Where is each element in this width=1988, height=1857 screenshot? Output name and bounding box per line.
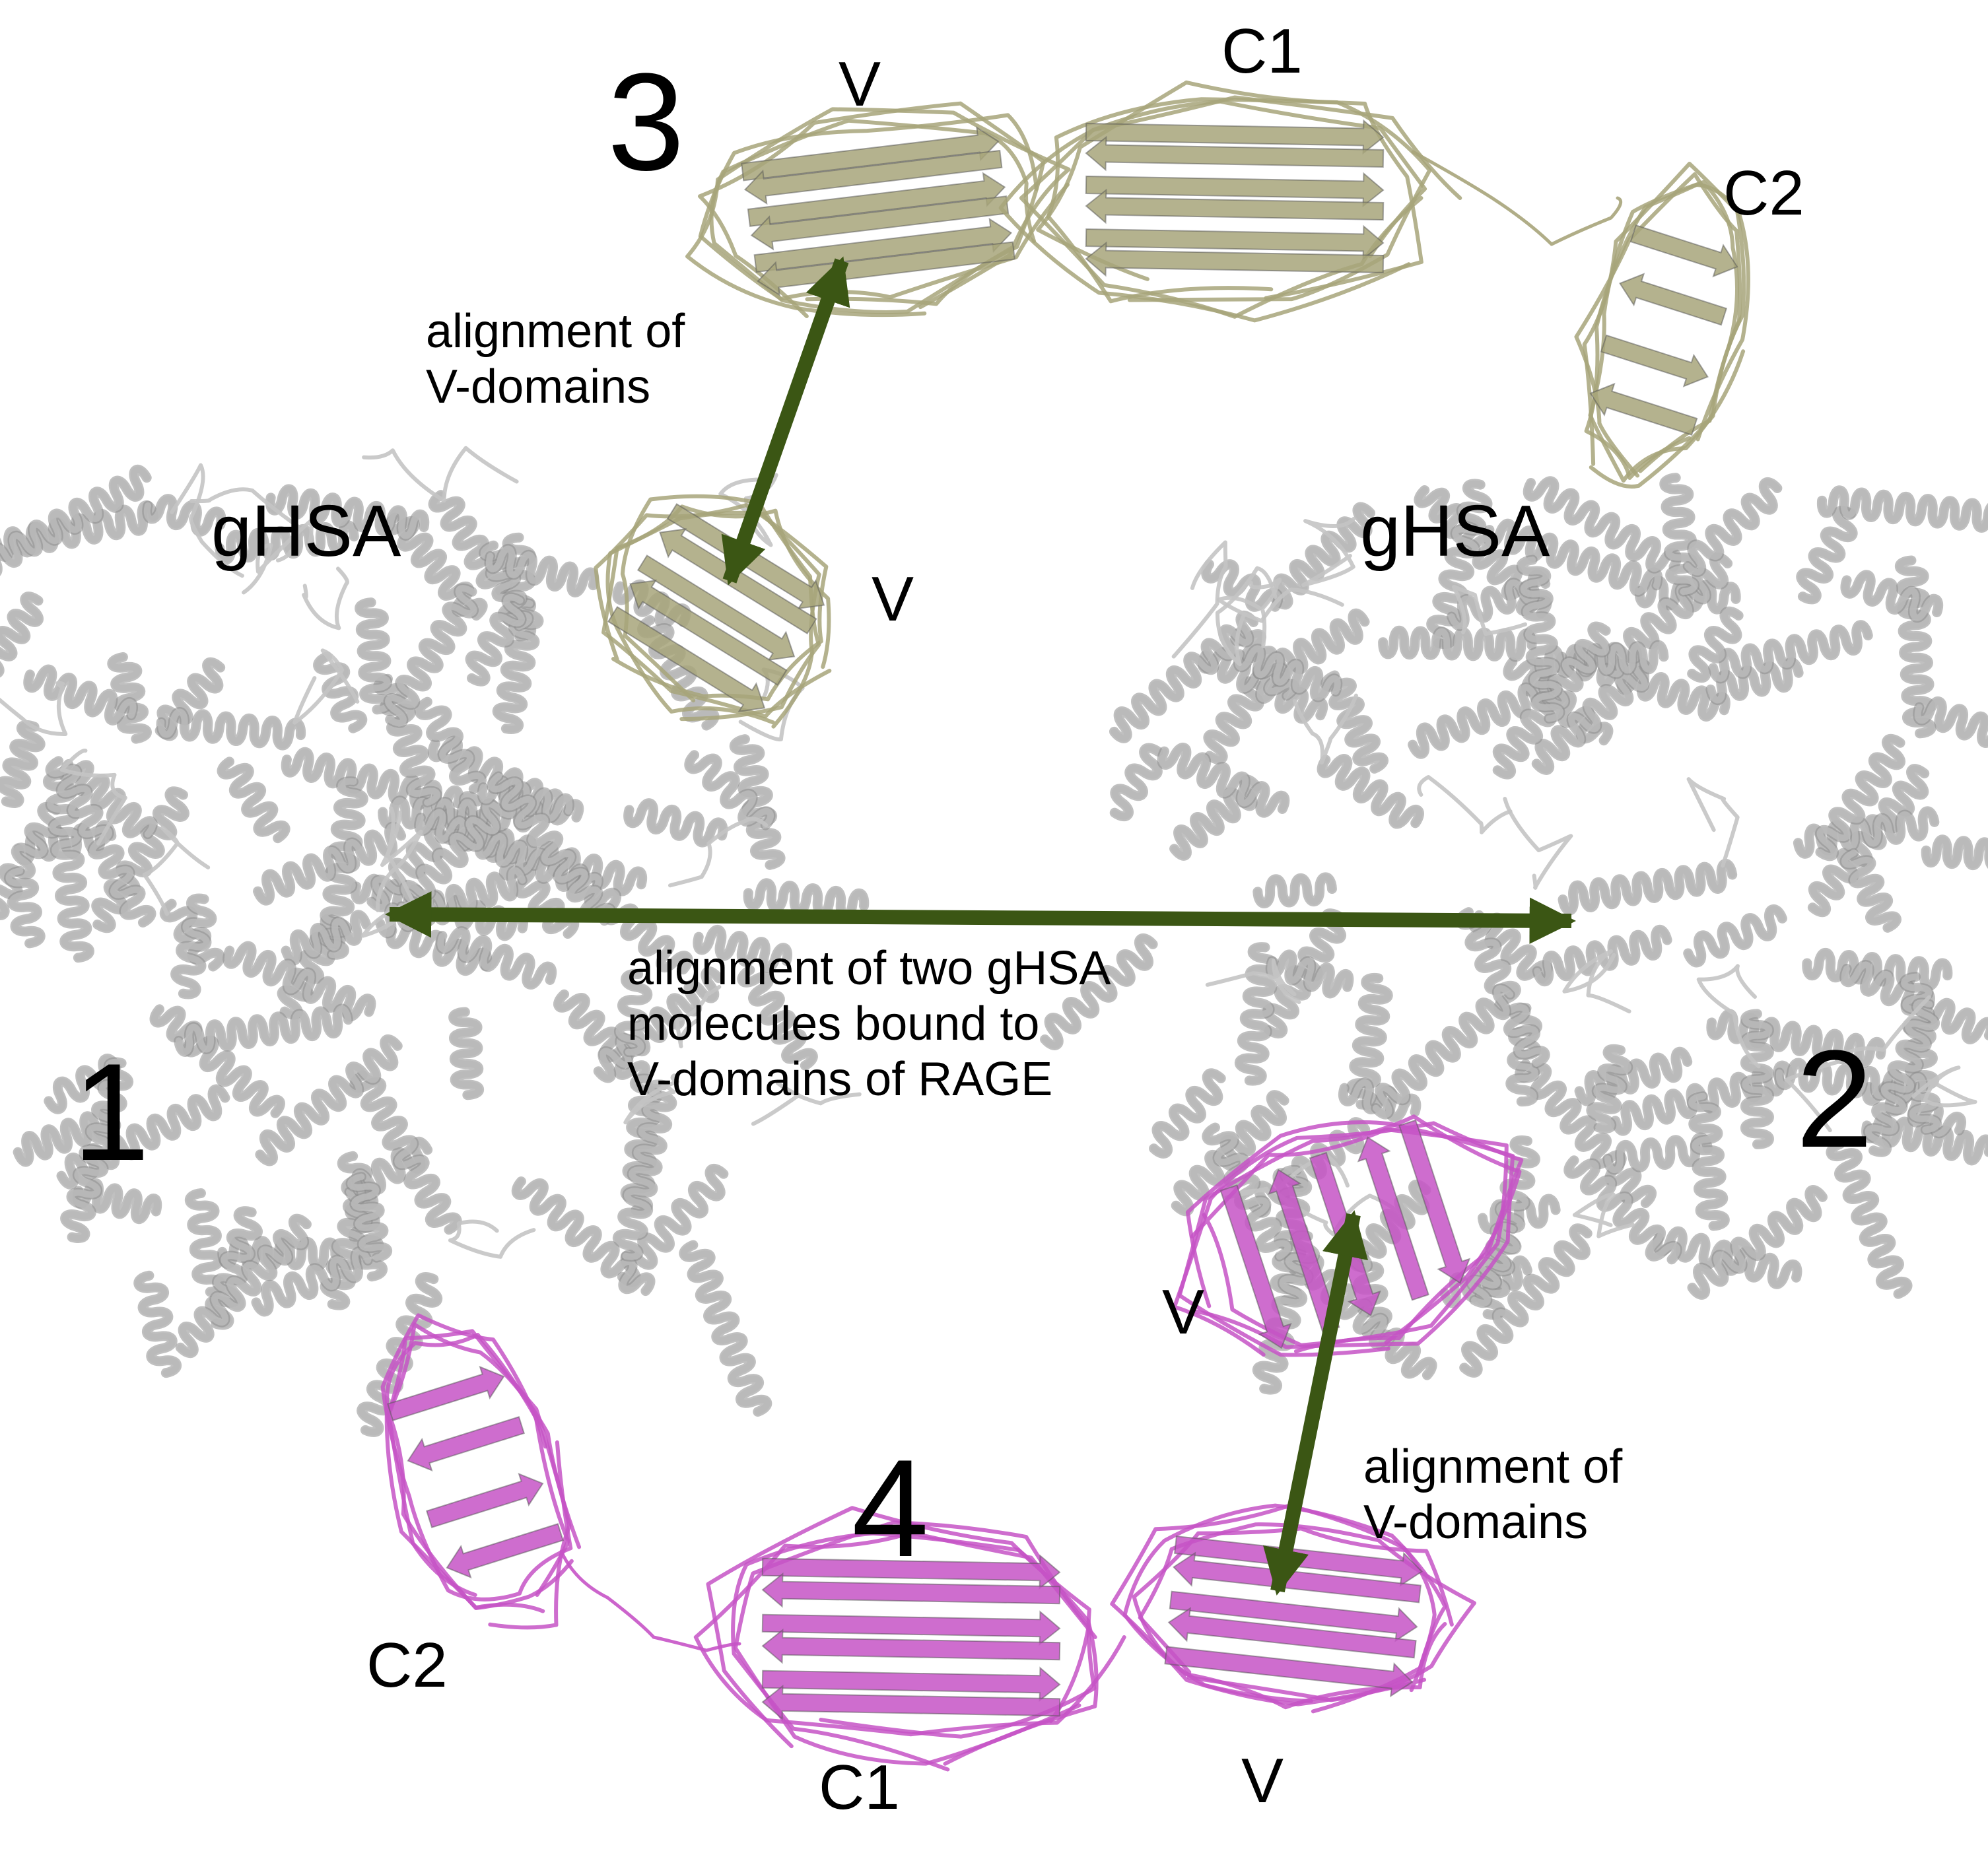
rage-1-v-domain [594,494,832,729]
bottom-c1-domain-label: C1 [819,1752,900,1823]
center-alignment-annotation: alignment of two gHSA molecules bound to… [627,941,1111,1108]
panel-number-2: 2 [1796,1021,1873,1176]
bottom-annotation-line-1: alignment of [1363,1440,1623,1493]
left-v-domain-label: V [872,564,914,634]
bottom-alignment-arrow [1263,1210,1368,1596]
ghsa-molecule-1 [0,446,870,1437]
top-annotation-line-2: V-domains [426,360,651,414]
rage-3-c2-domain [1574,161,1750,489]
rage-4-c1-domain [693,1506,1126,1772]
rage-3-v-domain [685,101,1071,318]
right-v-domain-label: V [1162,1277,1205,1347]
bottom-annotation-line-2: V-domains [1363,1496,1589,1549]
panel-number-4: 4 [852,1431,929,1586]
bottom-c2-domain-label: C2 [366,1630,448,1701]
center-annotation-line-2: molecules bound to [627,997,1040,1051]
center-annotation-line-3: V-domains of RAGE [627,1053,1053,1106]
top-annotation-line-1: alignment of [426,305,685,358]
rage-3-c1-domain [998,80,1462,323]
top-alignment-annotation: alignment of V-domains [426,304,685,415]
top-alignment-arrow [721,256,850,586]
rage-4-c2-domain [380,1313,582,1630]
bottom-alignment-annotation: alignment of V-domains [1363,1439,1622,1550]
bottom-v-domain-label: V [1241,1745,1284,1816]
center-alignment-arrow [384,891,1577,944]
top-c2-domain-label: C2 [1723,158,1804,228]
top-c1-domain-label: C1 [1221,16,1303,86]
center-annotation-line-1: alignment of two gHSA [627,942,1111,995]
left-ghsa-label: gHSA [211,490,401,572]
panel-number-1: 1 [73,1034,150,1190]
panel-number-3: 3 [607,44,685,199]
ghsa-molecule-2 [1040,473,1988,1395]
rage-4-linker [559,1549,741,1652]
rage-3-linker [1411,150,1623,246]
right-ghsa-label: gHSA [1360,490,1550,572]
top-v-domain-label: V [839,49,881,119]
